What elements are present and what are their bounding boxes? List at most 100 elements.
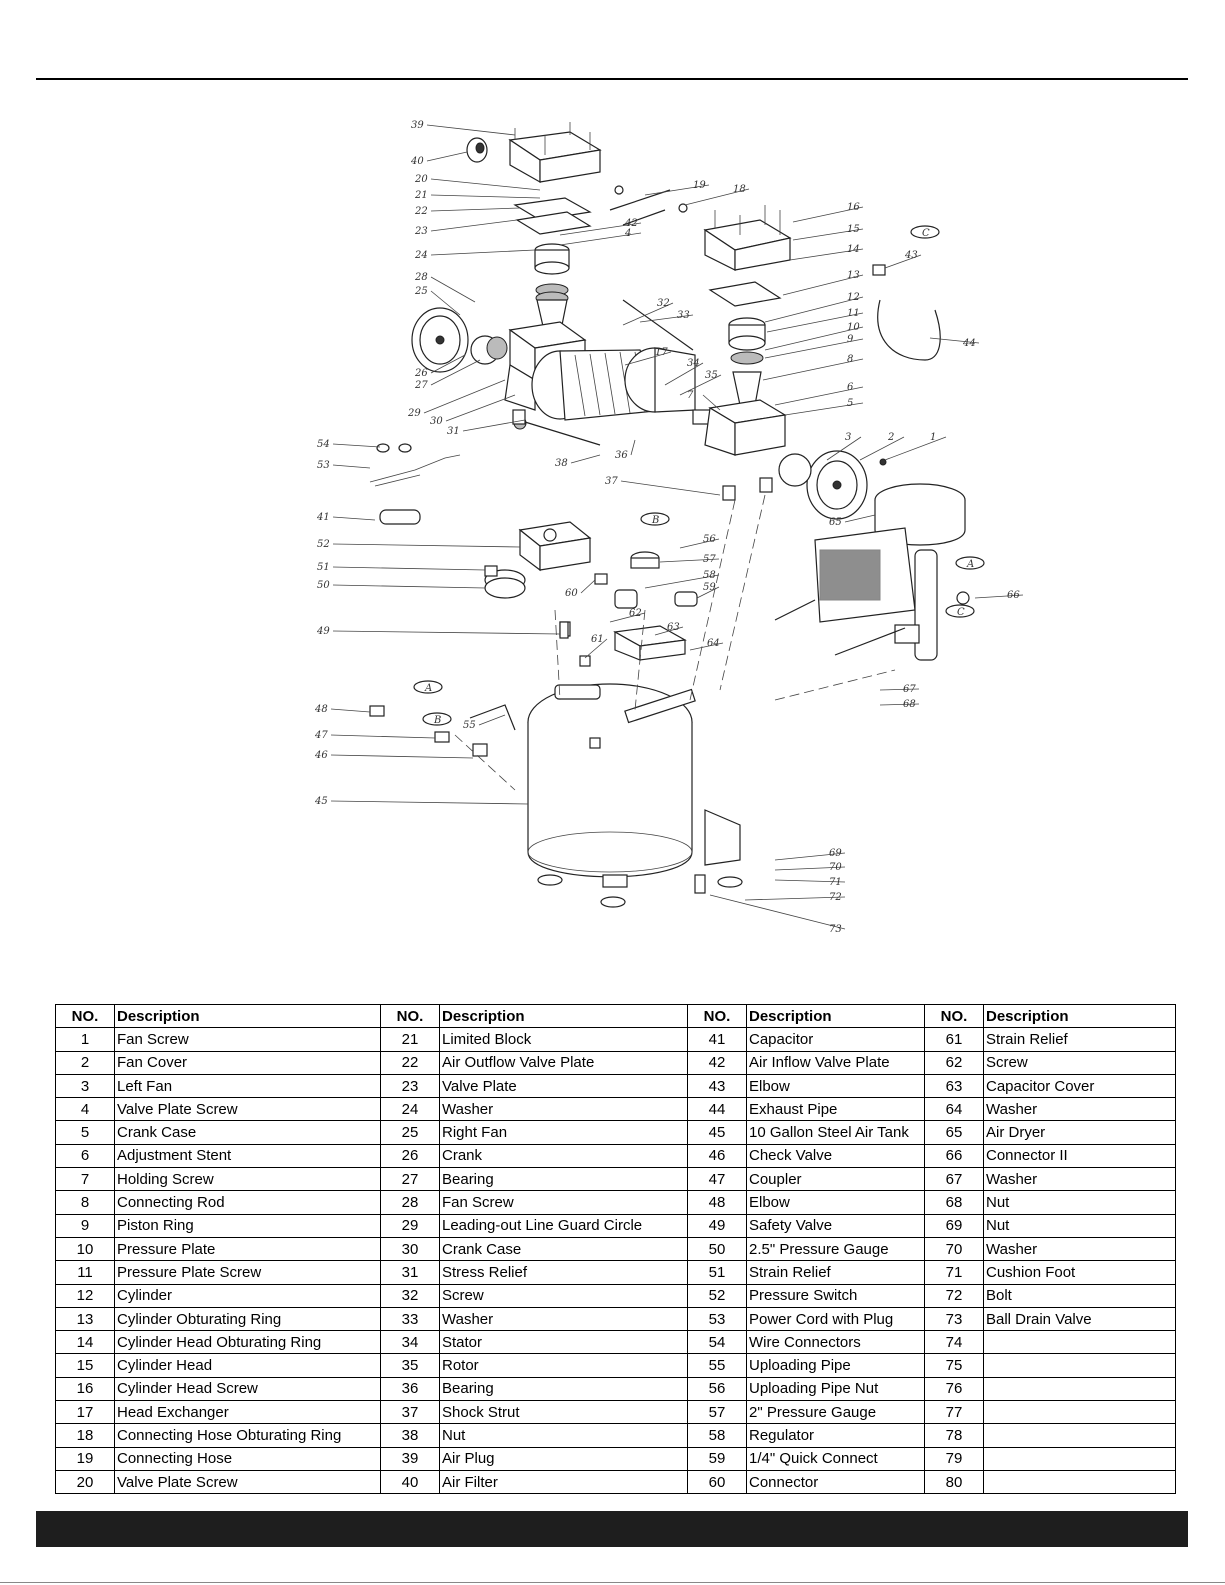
callout-label: 3: [845, 432, 851, 443]
leader-line: [744, 896, 846, 901]
callout-43: 43: [884, 250, 922, 269]
small-parts: [369, 409, 773, 525]
part-number-cell: 15: [55, 1353, 115, 1378]
column-header-no: NO.: [55, 1003, 115, 1029]
leader-line: [654, 626, 684, 636]
callout-label: 73: [829, 924, 842, 935]
callout-66: 66: [974, 590, 1024, 601]
callout-59: 59: [696, 582, 720, 599]
callout-label: 63: [667, 622, 680, 633]
callout-label: 40: [410, 156, 424, 167]
part-description-cell: Stator: [439, 1330, 688, 1355]
leader-line: [789, 248, 864, 261]
parts-list-table: NO. Description NO. Description NO. Desc…: [55, 1003, 1176, 1495]
part-number-cell: 46: [687, 1143, 747, 1169]
column-header-no: NO.: [687, 1003, 747, 1029]
callout-label: 7: [687, 390, 694, 401]
part-description-cell: Connector II: [983, 1143, 1176, 1169]
part-number-cell: 77: [924, 1400, 984, 1425]
callout-49: 49: [316, 626, 561, 637]
callout-label: 55: [463, 720, 476, 731]
part-number-cell: 36: [380, 1376, 440, 1402]
callout-label: 9: [847, 334, 854, 345]
leader-line: [689, 642, 724, 651]
callout-36: 36: [615, 439, 636, 461]
callout-label: 28: [414, 272, 428, 283]
part-description-cell: Cylinder Head Screw: [114, 1376, 381, 1402]
callout-11: 11: [766, 308, 864, 333]
leader-line: [679, 374, 722, 396]
part-description-cell: Nut: [983, 1190, 1176, 1215]
leader-line: [826, 436, 862, 461]
callout-48: 48: [314, 704, 371, 715]
callout-label: 48: [314, 704, 328, 715]
callout-label: 37: [605, 476, 618, 487]
leader-line: [774, 879, 846, 883]
callout-label: 62: [629, 608, 642, 619]
connector-tag-outline: [910, 225, 940, 239]
part-description-cell: [983, 1353, 1176, 1378]
leader-line: [664, 362, 704, 386]
callout-69: 69: [774, 848, 846, 861]
part-number-cell: 66: [924, 1143, 984, 1169]
leader-line: [764, 296, 864, 323]
leader-line: [426, 151, 468, 162]
callout-25: 25: [414, 286, 461, 316]
exhaust-pipe: [872, 264, 941, 361]
part-number-cell: 19: [55, 1446, 115, 1471]
part-description-cell: Coupler: [746, 1167, 925, 1192]
callout-21: 21: [414, 190, 541, 201]
callout-label: 20: [414, 174, 428, 185]
connector-tag-label: C: [922, 228, 930, 239]
leader-line: [330, 734, 436, 739]
part-number-cell: 35: [380, 1353, 440, 1378]
part-number-cell: 34: [380, 1330, 440, 1355]
callout-label: 27: [414, 380, 428, 391]
part-description-cell: Pressure Switch: [746, 1283, 925, 1308]
part-description-cell: Cylinder Head: [114, 1353, 381, 1378]
leader-line: [639, 314, 694, 323]
leader-line: [478, 714, 506, 726]
callout-label: 8: [847, 354, 853, 365]
leader-line: [644, 574, 720, 589]
air-tank: [527, 683, 743, 908]
part-number-cell: 30: [380, 1236, 440, 1262]
part-number-cell: 74: [924, 1330, 984, 1355]
part-number-cell: 24: [380, 1097, 440, 1122]
diagram-svg: 1234567891011121314151617181920212223242…: [314, 120, 1024, 935]
part-description-cell: Cushion Foot: [983, 1260, 1176, 1285]
pressure-switch-assembly: [484, 521, 698, 667]
callout-label: 42: [624, 218, 638, 229]
part-description-cell: Crank: [439, 1143, 688, 1169]
part-description-cell: [983, 1400, 1176, 1425]
callout-label: 50: [317, 580, 330, 591]
leader-line: [332, 516, 376, 521]
callout-label: 57: [703, 554, 716, 565]
callout-label: 60: [565, 588, 578, 599]
part-description-cell: Cylinder Head Obturating Ring: [114, 1330, 381, 1355]
part-description-cell: Washer: [983, 1236, 1176, 1262]
callout-15: 15: [792, 224, 864, 241]
part-description-cell: Connecting Hose: [114, 1446, 381, 1471]
callout-71: 71: [774, 877, 846, 888]
leader-line: [702, 394, 721, 411]
callout-label: 32: [657, 298, 670, 309]
part-number-cell: 60: [687, 1469, 747, 1495]
part-number-cell: 62: [924, 1050, 984, 1075]
leader-line: [762, 358, 864, 381]
part-number-cell: 25: [380, 1120, 440, 1145]
leader-line: [559, 232, 642, 246]
leader-line: [709, 894, 846, 930]
connector-tag-c: C: [910, 225, 940, 239]
callout-label: 16: [847, 202, 860, 213]
column-header-description: Description: [114, 1003, 381, 1029]
part-description-cell: Fan Cover: [114, 1050, 381, 1075]
callout-label: 6: [847, 382, 854, 393]
part-description-cell: Fan Screw: [439, 1190, 688, 1215]
callout-23: 23: [414, 219, 518, 237]
part-description-cell: Fan Screw: [114, 1027, 381, 1052]
part-number-cell: 7: [55, 1167, 115, 1192]
leader-line: [884, 436, 947, 461]
